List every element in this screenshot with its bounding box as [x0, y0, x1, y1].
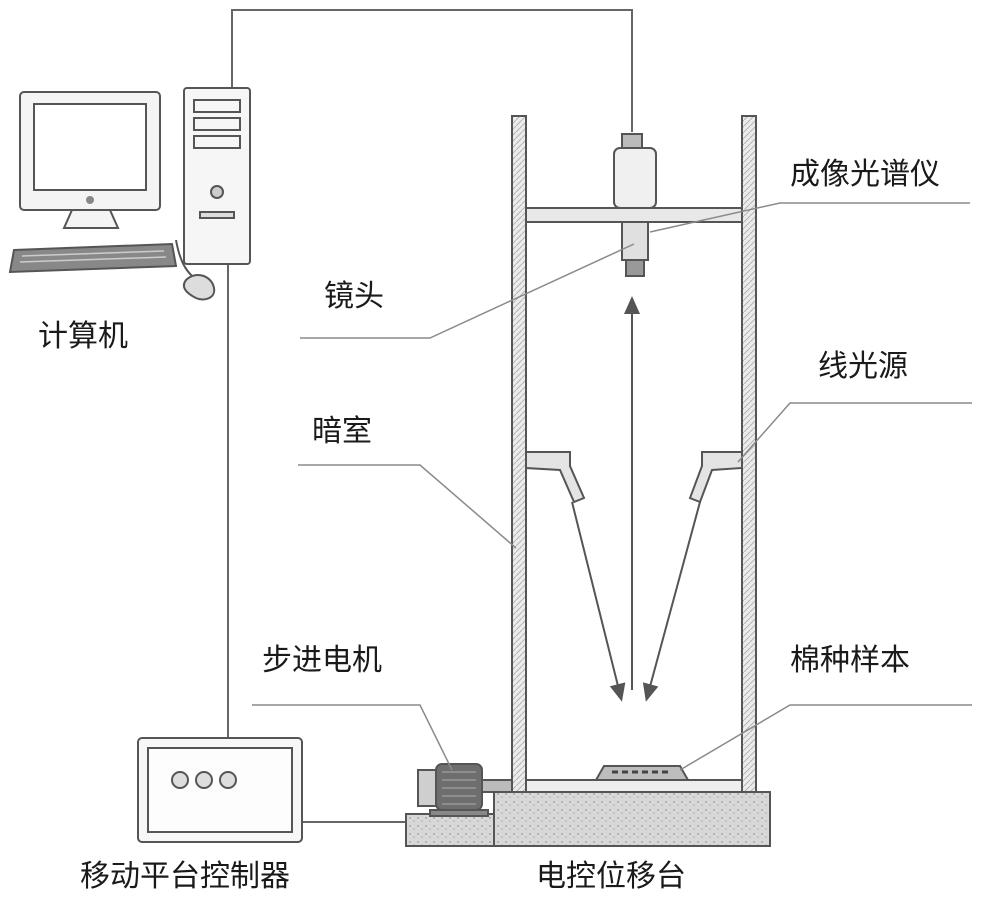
cables: [227, 9, 633, 823]
dark-room-left-wall: [511, 115, 527, 793]
label-platform-controller: 移动平台控制器: [80, 859, 290, 894]
motor-base: [405, 813, 495, 847]
light-source-right: [688, 451, 743, 504]
light-rays: [571, 296, 701, 702]
light-source-left: [525, 451, 586, 504]
leader-lines: [252, 202, 972, 771]
leader-lens: [300, 243, 635, 339]
label-computer: 计算机: [38, 319, 128, 354]
cable-computer-to-spectrometer: [231, 9, 633, 132]
leader-dark-room: [298, 464, 517, 549]
motorized-stage: [405, 779, 771, 847]
controller-knob-3: [219, 771, 237, 789]
controller-knob-2: [195, 771, 213, 789]
label-cottonseed-sample: 棉种样本: [790, 643, 910, 678]
ray-right: [642, 501, 701, 702]
platform-controller: [137, 737, 303, 843]
leader-light-source: [737, 402, 972, 463]
label-motorized-stage: 电控位移台: [536, 859, 686, 894]
label-line-light-source: 线光源: [818, 349, 908, 384]
mouse: [175, 239, 216, 301]
leader-spectrometer: [649, 202, 970, 233]
leader-stepper-motor: [252, 704, 453, 771]
keyboard: [8, 242, 178, 274]
leader-sample: [679, 704, 972, 771]
label-stepper-motor: 步进电机: [262, 643, 382, 678]
computer-tower: [183, 87, 251, 265]
ray-left: [571, 501, 626, 702]
imaging-spectrometer: [613, 133, 657, 277]
label-lens: 镜头: [324, 279, 384, 314]
controller-knob-1: [171, 771, 189, 789]
stage-base: [493, 791, 771, 847]
computer-monitor: [19, 91, 161, 229]
label-imaging-spectrometer: 成像光谱仪: [790, 157, 940, 192]
label-dark-room: 暗室: [312, 414, 372, 449]
stage-rail: [525, 779, 743, 793]
spectrometer-crossbar: [525, 207, 743, 223]
cottonseed-sample: [594, 765, 690, 781]
line-light-sources: [525, 451, 743, 504]
stepper-motor: [417, 763, 513, 817]
